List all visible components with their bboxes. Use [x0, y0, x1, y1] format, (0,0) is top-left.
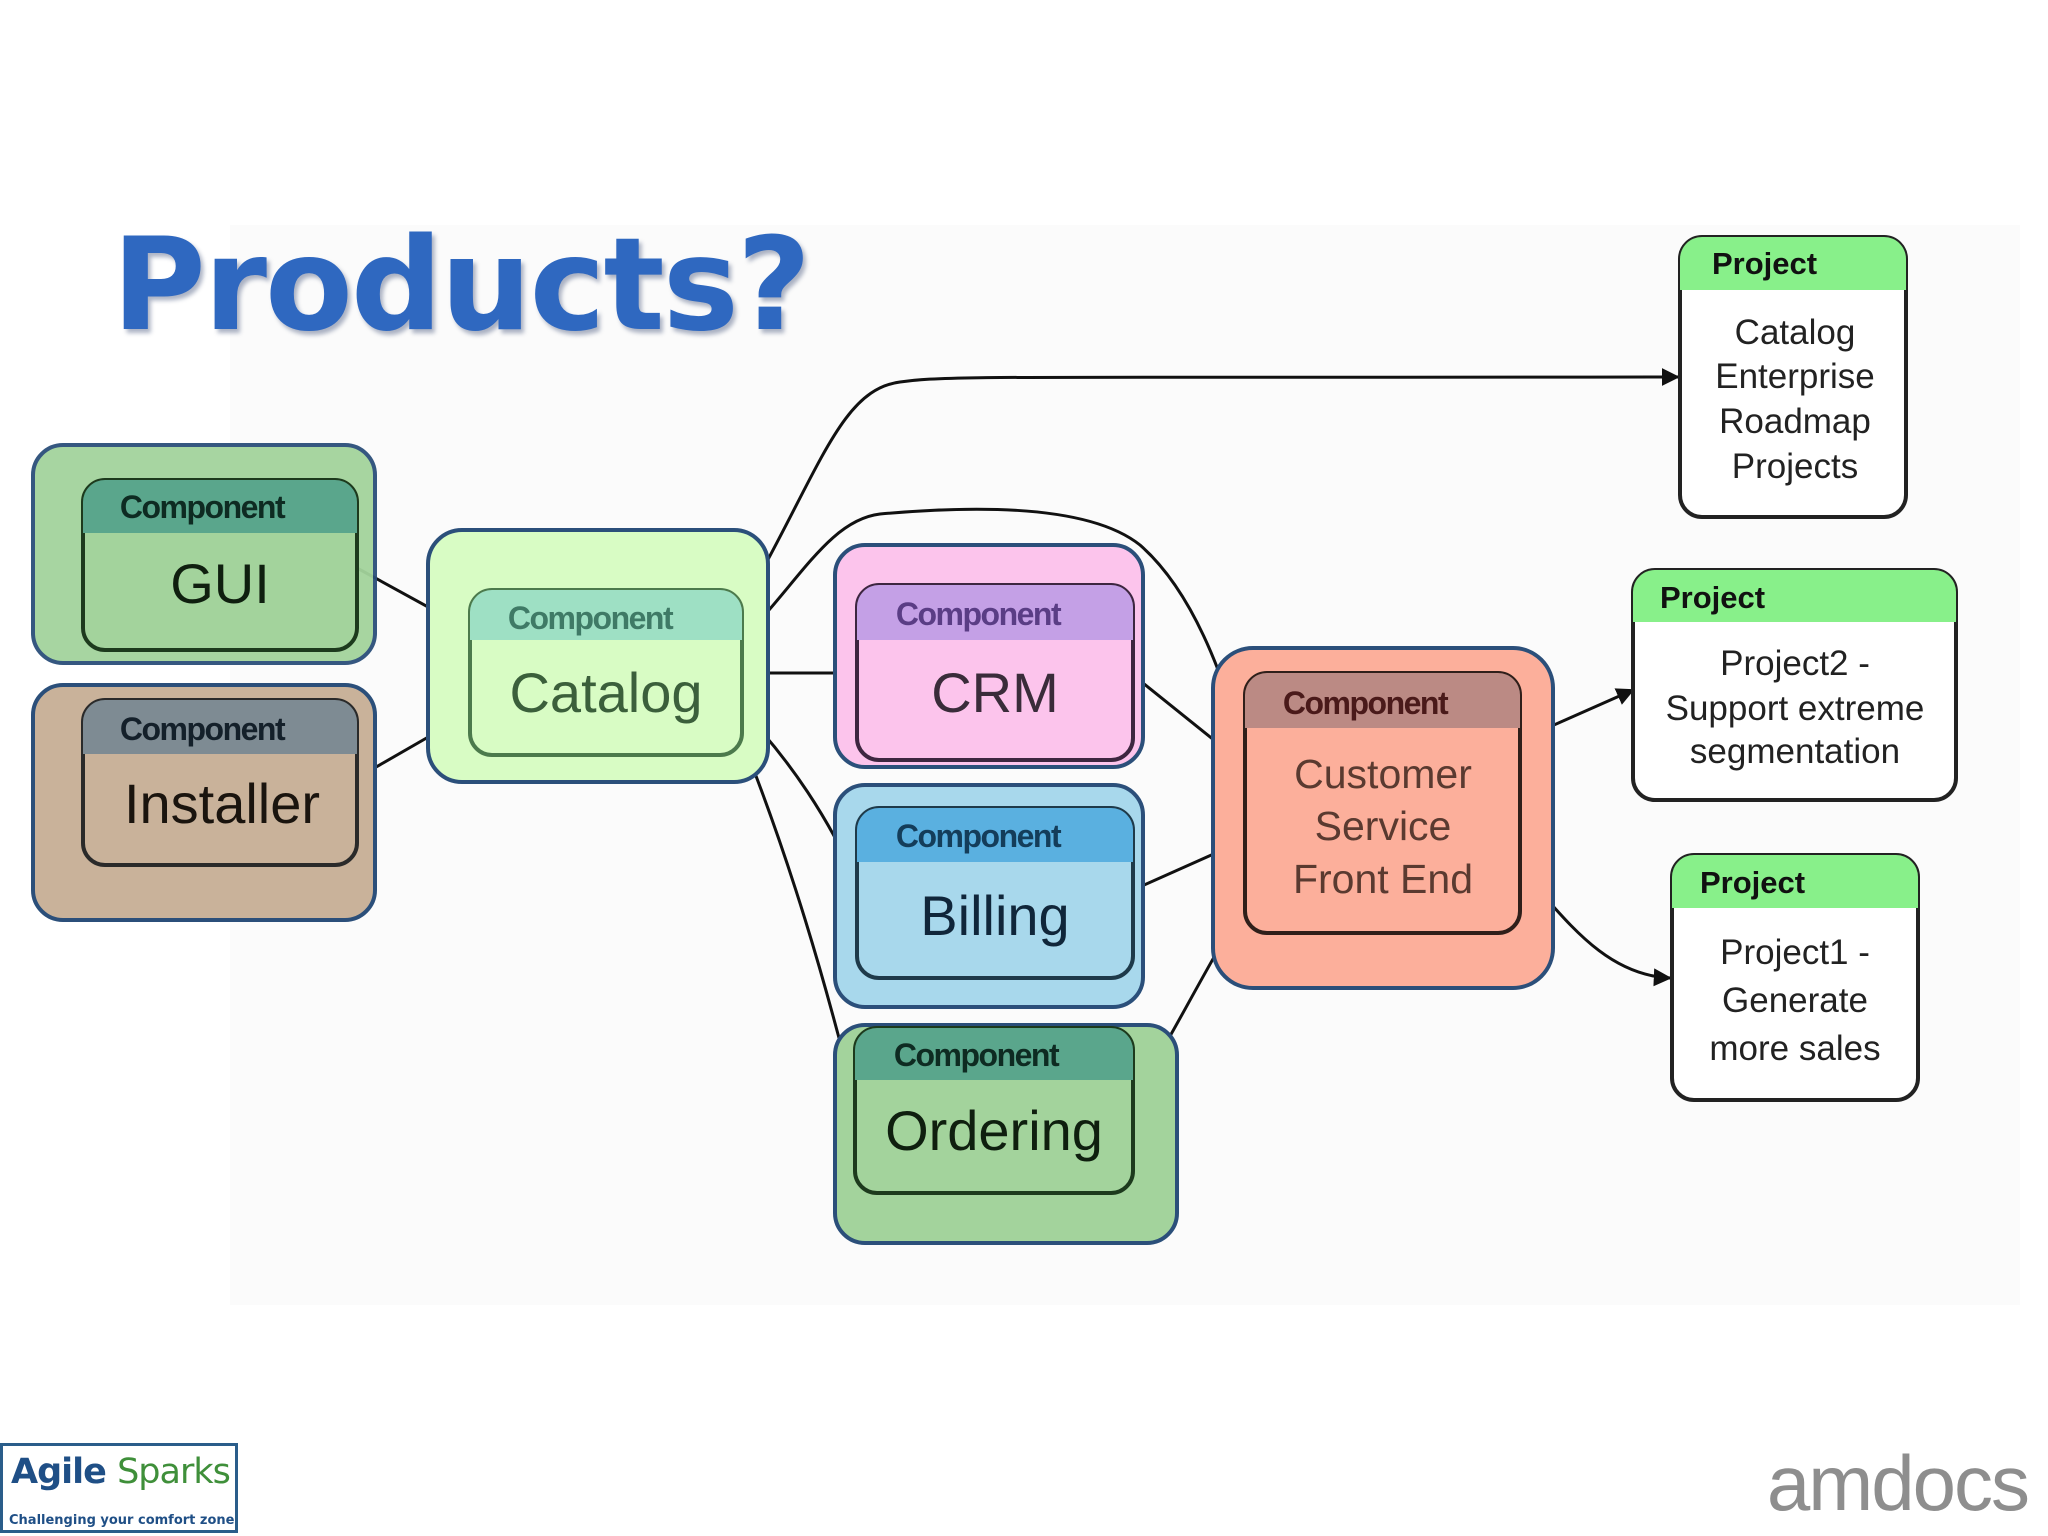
billing-component[interactable]: Component Billing — [833, 783, 1145, 1009]
crm-name-label: CRM — [931, 661, 1059, 724]
project2-type: Project — [1660, 580, 1765, 615]
customer-service-type-label: Component — [1283, 685, 1449, 721]
installer-component[interactable]: Component Installer — [31, 683, 377, 922]
billing-type-label: Component — [896, 818, 1062, 854]
edge-catalog-customerservice — [740, 507, 1236, 712]
project2-line-3: segmentation — [1690, 732, 1900, 771]
project-catalog-roadmap-type: Project — [1712, 246, 1817, 281]
project-catalog-roadmap-line-1: Catalog — [1735, 313, 1856, 352]
project-catalog-roadmap-line-4: Projects — [1732, 447, 1858, 486]
project-catalog-roadmap-line-2: Enterprise — [1715, 357, 1875, 396]
ordering-type-label: Component — [894, 1037, 1060, 1073]
catalog-type-label: Component — [508, 600, 674, 636]
customer-service-name-line-1: Customer — [1294, 751, 1472, 797]
project-catalog-roadmap[interactable]: Project Catalog Enterprise Roadmap Proje… — [1678, 235, 1908, 519]
project1-line-3: more sales — [1709, 1029, 1880, 1068]
catalog-name-label: Catalog — [509, 661, 702, 724]
agile-sparks-tagline: Challenging your comfort zone — [9, 1513, 235, 1528]
project-project1[interactable]: Project Project1 - Generate more sales — [1670, 853, 1920, 1102]
project2-line-2: Support extreme — [1666, 689, 1925, 728]
gui-name-label: GUI — [170, 552, 270, 615]
slide-title: Products? — [112, 211, 811, 360]
amdocs-logo: amdocs — [1766, 1439, 2030, 1527]
customer-service-component[interactable]: Component Customer Service Front End — [1211, 646, 1555, 990]
customer-service-name-line-3: Front End — [1293, 856, 1473, 902]
edge-catalog-roadmap — [740, 368, 1680, 608]
billing-name-label: Billing — [920, 884, 1069, 947]
installer-name-label: Installer — [124, 772, 320, 835]
project-project2[interactable]: Project Project2 - Support extreme segme… — [1631, 568, 1958, 802]
ordering-component[interactable]: Component Ordering — [833, 1023, 1179, 1245]
crm-component[interactable]: Component CRM — [833, 543, 1145, 769]
ordering-name-label: Ordering — [885, 1099, 1103, 1162]
project2-line-1: Project2 - — [1720, 644, 1870, 683]
agile-sparks-brand-b: Sparks — [117, 1452, 231, 1492]
gui-type-label: Component — [120, 489, 286, 525]
project1-line-2: Generate — [1722, 981, 1868, 1020]
catalog-component[interactable]: Component Catalog — [426, 528, 770, 784]
gui-component[interactable]: Component GUI — [31, 443, 377, 665]
project-catalog-roadmap-line-3: Roadmap — [1719, 402, 1871, 441]
project1-type: Project — [1700, 865, 1805, 900]
project1-line-1: Project1 - — [1720, 933, 1870, 972]
crm-type-label: Component — [896, 596, 1062, 632]
installer-type-label: Component — [120, 711, 286, 747]
agile-sparks-brand-a: Agile — [11, 1452, 107, 1492]
agile-sparks-logo: Agile Sparks Challenging your comfort zo… — [0, 1443, 238, 1533]
agile-sparks-brand: Agile Sparks — [11, 1452, 231, 1492]
customer-service-name-line-2: Service — [1315, 803, 1452, 849]
